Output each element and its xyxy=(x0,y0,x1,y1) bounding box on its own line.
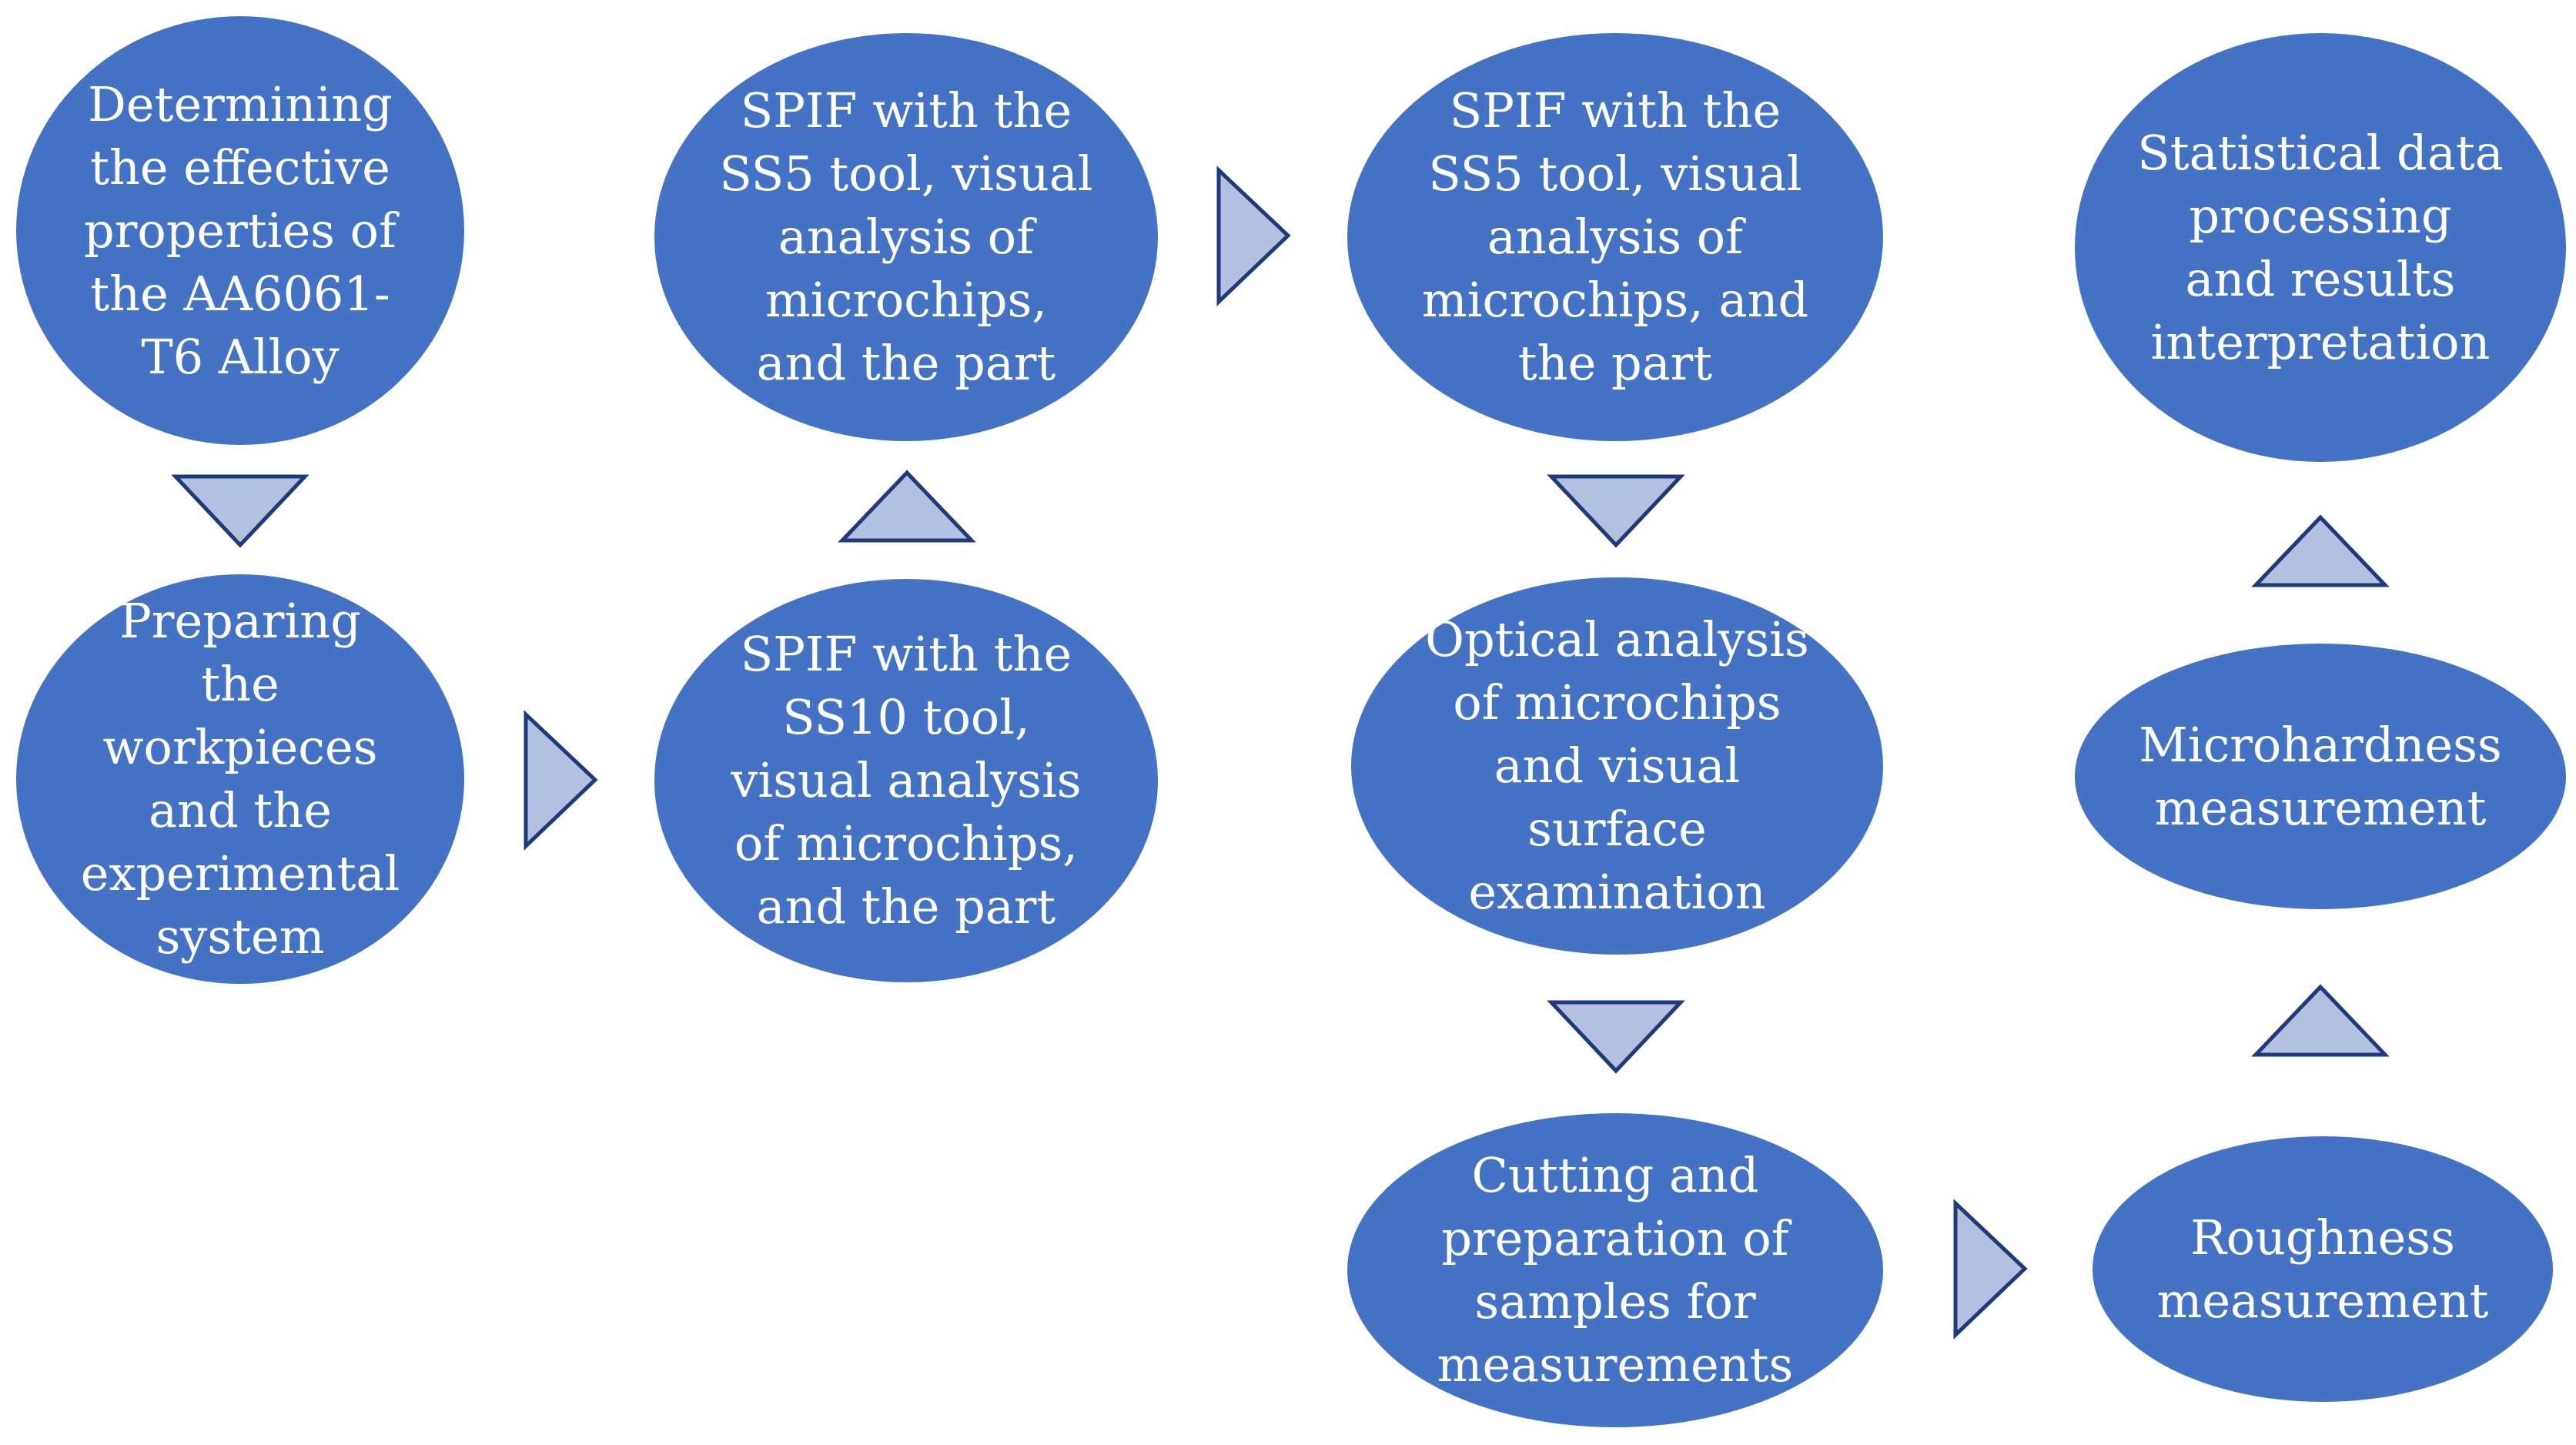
node-cutting-preparation: Cutting and preparation of samples for m… xyxy=(1347,1113,1883,1427)
node-optical-analysis: Optical analysis of microchips and visua… xyxy=(1351,577,1883,955)
node-spif-ss5-second: SPIF with the SS5 tool, visual analysis … xyxy=(1347,33,1883,441)
arrow-up-icon xyxy=(2251,984,2390,1057)
arrow-right-icon xyxy=(1216,166,1291,306)
node-roughness: Roughness measurement xyxy=(2093,1136,2553,1402)
arrow-down-icon xyxy=(171,474,309,548)
node-spif-ss5-first: SPIF with the SS5 tool, visual analysis … xyxy=(654,33,1158,441)
node-label: Roughness measurement xyxy=(2156,1209,2489,1329)
arrow-down-icon xyxy=(1547,1000,1685,1074)
node-microhardness: Microhardness measurement xyxy=(2075,644,2566,909)
node-spif-ss10: SPIF with the SS10 tool, visual analysis… xyxy=(654,579,1158,982)
node-determine-properties: Determining the effective properties of … xyxy=(16,16,464,445)
node-label: SPIF with the SS5 tool, visual analysis … xyxy=(719,82,1093,391)
node-label: Optical analysis of microchips and visua… xyxy=(1425,611,1809,920)
arrow-down-icon xyxy=(1547,474,1685,548)
node-label: Microhardness measurement xyxy=(2139,716,2502,836)
arrow-right-icon xyxy=(1953,1199,2028,1340)
node-label: SPIF with the SS10 tool, visual analysis… xyxy=(731,626,1082,935)
arrow-up-icon xyxy=(2251,514,2390,587)
node-label: Statistical data processing and results … xyxy=(2137,124,2504,370)
node-statistical: Statistical data processing and results … xyxy=(2075,33,2566,462)
node-label: Cutting and preparation of samples for m… xyxy=(1437,1147,1794,1393)
node-label: Determining the effective properties of … xyxy=(84,75,396,385)
arrow-right-icon xyxy=(524,710,598,851)
arrow-up-icon xyxy=(838,470,976,543)
node-label: Preparing the workpieces and the experim… xyxy=(80,593,400,965)
node-prepare-workpieces: Preparing the workpieces and the experim… xyxy=(16,574,464,984)
node-label: SPIF with the SS5 tool, visual analysis … xyxy=(1421,82,1809,391)
